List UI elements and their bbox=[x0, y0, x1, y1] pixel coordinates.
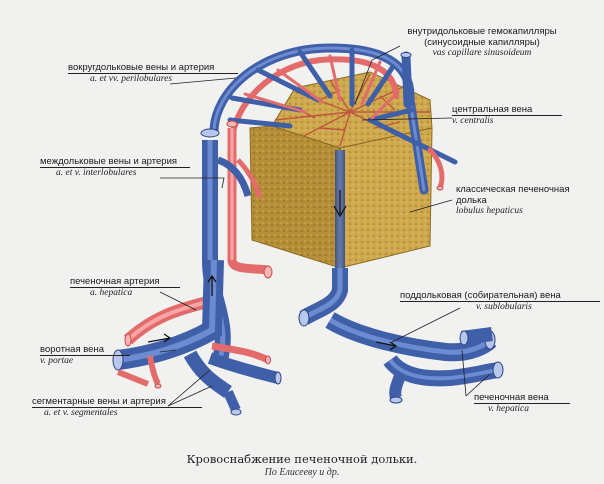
label-hepatic-artery-lat: a. hepatica bbox=[90, 288, 133, 298]
figure-subcaption: По Елисееву и др. bbox=[264, 467, 340, 478]
label-portal-vein-lat: v. portae bbox=[40, 356, 74, 366]
figure-caption: Кровоснабжение печеночной дольки. bbox=[186, 452, 418, 466]
label-sublobular-ru: поддольковая (собирательная) вена bbox=[400, 290, 600, 302]
sublobular-hepatic-veins bbox=[298, 268, 504, 404]
label-hepatic-vein: печеночная вена v. hepatica bbox=[474, 392, 570, 415]
label-perilobular: вокругдольковые вены и артерия a. et vv.… bbox=[68, 62, 238, 85]
perilobular-vessels bbox=[209, 43, 458, 195]
label-central-vein-ru: центральная вена bbox=[452, 104, 562, 116]
label-lobule-ru: классическая печеночная долька bbox=[456, 184, 570, 206]
label-perilobular-lat: a. et vv. perilobulares bbox=[90, 74, 173, 84]
label-portal-vein-ru: воротная вена bbox=[40, 344, 130, 356]
label-segmental-lat: a. et v. segmentales bbox=[44, 408, 118, 418]
label-sublobular-lat: v. sublobularis bbox=[476, 302, 532, 312]
label-hepatic-vein-ru: печеночная вена bbox=[474, 392, 570, 404]
label-interlobular: междольковые вены и артерия a. et v. int… bbox=[40, 156, 190, 179]
label-portal-vein: воротная вена v. portae bbox=[40, 344, 130, 367]
label-interlobular-lat: a. et v. interlobulares bbox=[56, 168, 137, 178]
portal-system bbox=[112, 259, 282, 416]
label-hepatic-vein-lat: v. hepatica bbox=[488, 404, 529, 414]
label-central-vein: центральная вена v. centralis bbox=[452, 104, 562, 127]
label-central-vein-lat: v. centralis bbox=[452, 116, 494, 126]
label-lobule: классическая печеночная долька lobulus h… bbox=[456, 184, 586, 217]
lobule-left-face bbox=[249, 125, 341, 269]
label-sinusoid-lat: vas capillare sinusoideum bbox=[432, 48, 532, 58]
label-segmental: сегментарные вены и артерия a. et v. seg… bbox=[32, 396, 202, 419]
label-perilobular-ru: вокругдольковые вены и артерия bbox=[68, 62, 238, 74]
label-segmental-ru: сегментарные вены и артерия bbox=[32, 396, 202, 408]
label-interlobular-ru: междольковые вены и артерия bbox=[40, 156, 190, 168]
leader-lines bbox=[159, 45, 491, 407]
label-lobule-lat: lobulus hepaticus bbox=[456, 206, 523, 216]
label-hepatic-artery-ru: печеночная артерия bbox=[70, 276, 180, 288]
label-sinusoid: внутридольковые гемокапилляры (синусоидн… bbox=[400, 26, 564, 59]
label-sinusoid-ru: внутридольковые гемокапилляры (синусоидн… bbox=[407, 26, 557, 48]
label-sublobular: поддольковая (собирательная) вена v. sub… bbox=[400, 290, 600, 313]
label-hepatic-artery: печеночная артерия a. hepatica bbox=[70, 276, 180, 299]
